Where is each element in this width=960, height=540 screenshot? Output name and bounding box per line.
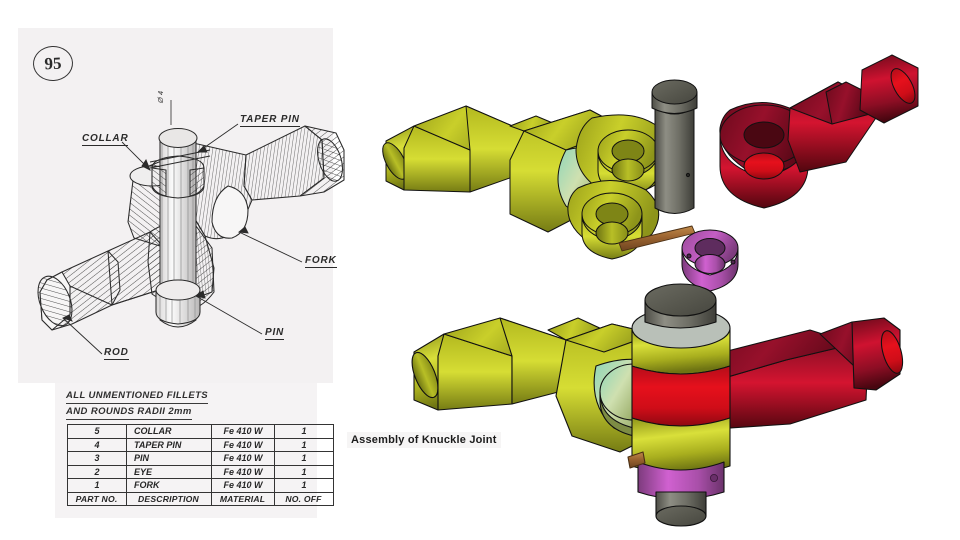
label-taper-pin: TAPER PIN xyxy=(240,114,300,127)
exploded-pin-part xyxy=(651,79,698,214)
bill-of-materials-table: 5 COLLAR Fe 410 W 1 4 TAPER PIN Fe 410 W… xyxy=(67,424,334,506)
label-fork: FORK xyxy=(305,255,337,268)
exploded-eye-part xyxy=(719,54,919,209)
header-no-off: NO. OFF xyxy=(274,491,334,506)
table-row: 2 EYE Fe 410 W 1 xyxy=(67,464,334,479)
cell-part-no: 2 xyxy=(67,464,127,479)
cell-description: FORK xyxy=(126,478,212,493)
cell-part-no: 5 xyxy=(67,424,127,439)
cell-part-no: 3 xyxy=(67,451,127,466)
cell-description: TAPER PIN xyxy=(126,437,212,452)
header-part-no: PART NO. xyxy=(67,491,127,506)
diameter-dimension-label: Ø 4 xyxy=(156,90,165,103)
assembly-view xyxy=(411,283,904,527)
cell-material: Fe 410 W xyxy=(211,424,275,439)
cell-no-off: 1 xyxy=(274,437,334,452)
note-line-2: AND ROUNDS RADII 2mm xyxy=(66,405,192,420)
label-pin: PIN xyxy=(265,327,285,340)
cell-material: Fe 410 W xyxy=(211,464,275,479)
cell-material: Fe 410 W xyxy=(211,437,275,452)
cell-part-no: 1 xyxy=(67,478,127,493)
table-row: 5 COLLAR Fe 410 W 1 xyxy=(67,424,334,439)
cell-no-off: 1 xyxy=(274,451,334,466)
exploded-taper-pin-part xyxy=(618,225,696,252)
cell-material: Fe 410 W xyxy=(211,451,275,466)
cell-description: PIN xyxy=(126,451,212,466)
table-row: 4 TAPER PIN Fe 410 W 1 xyxy=(67,437,334,452)
header-material: MATERIAL xyxy=(211,491,275,506)
cell-part-no: 4 xyxy=(67,437,127,452)
cell-material: Fe 410 W xyxy=(211,478,275,493)
note-line-1: ALL UNMENTIONED FILLETS xyxy=(66,389,209,404)
general-notes: ALL UNMENTIONED FILLETS AND ROUNDS RADII… xyxy=(66,389,209,421)
cell-no-off: 1 xyxy=(274,478,334,493)
assembly-caption: Assembly of Knuckle Joint xyxy=(347,432,501,448)
label-collar: COLLAR xyxy=(82,133,129,146)
cell-no-off: 1 xyxy=(274,464,334,479)
table-header-row: PART NO. DESCRIPTION MATERIAL NO. OFF xyxy=(67,491,334,506)
table-row: 1 FORK Fe 410 W 1 xyxy=(67,478,334,493)
cell-description: COLLAR xyxy=(126,424,212,439)
header-description: DESCRIPTION xyxy=(126,491,212,506)
exploded-fork-part xyxy=(382,105,674,260)
scanned-drawing-sheet xyxy=(18,28,333,383)
exploded-collar-part xyxy=(681,229,739,292)
cell-no-off: 1 xyxy=(274,424,334,439)
cell-description: EYE xyxy=(126,464,212,479)
table-row: 3 PIN Fe 410 W 1 xyxy=(67,451,334,466)
label-rod: ROD xyxy=(104,347,129,360)
